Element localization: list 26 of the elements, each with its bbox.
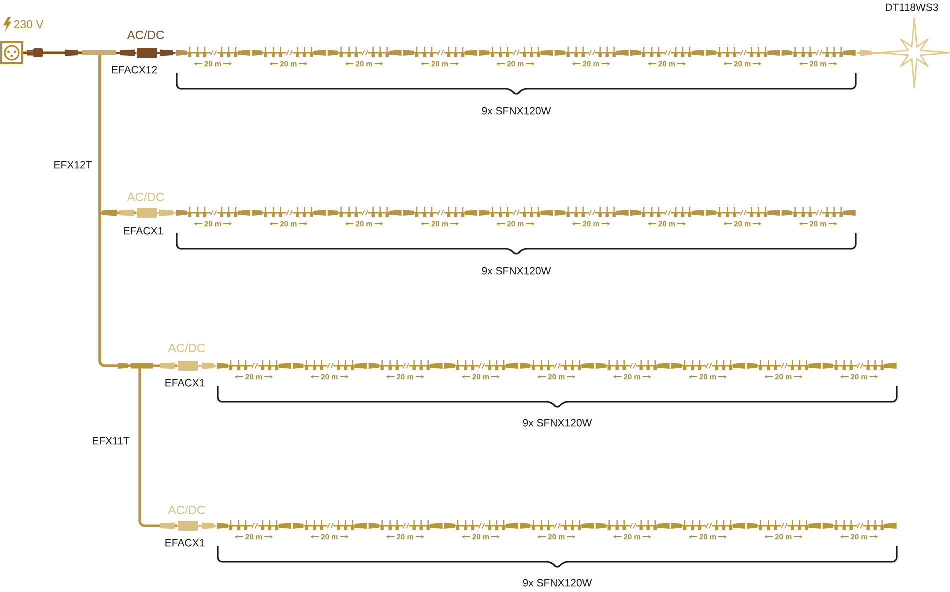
bracket-label: 9x SFNX120W — [523, 419, 592, 427]
string-lights — [176, 207, 856, 218]
part-number: EFACX12 — [112, 66, 158, 74]
cable-label: EFX11T — [92, 437, 130, 445]
part-number: EFACX1 — [166, 379, 205, 387]
adapter-label: AC/DC — [127, 192, 164, 202]
part-number: DT118WS3 — [886, 4, 938, 12]
cable — [198, 365, 217, 367]
bracket-label: 9x SFNX120W — [523, 579, 592, 587]
part-number: EFACX1 — [124, 227, 164, 235]
part-number: EFACX1 — [166, 539, 205, 547]
adapter-label: AC/DC — [127, 30, 164, 40]
cable-label: EFX12T — [54, 161, 92, 169]
cable — [157, 212, 176, 214]
cable — [857, 52, 880, 54]
string-lights — [218, 360, 897, 370]
bracket-label: 9x SFNX120W — [482, 267, 552, 275]
string-lights — [218, 520, 897, 530]
cable — [198, 525, 217, 527]
string-lights — [176, 47, 856, 58]
adapter-label: AC/DC — [168, 506, 206, 514]
cable — [24, 52, 178, 528]
bracket-label: 9x SFNX120W — [482, 107, 552, 115]
cable — [157, 52, 176, 54]
voltage-label: 230 V — [14, 20, 44, 29]
adapter-label: AC/DC — [168, 344, 206, 352]
